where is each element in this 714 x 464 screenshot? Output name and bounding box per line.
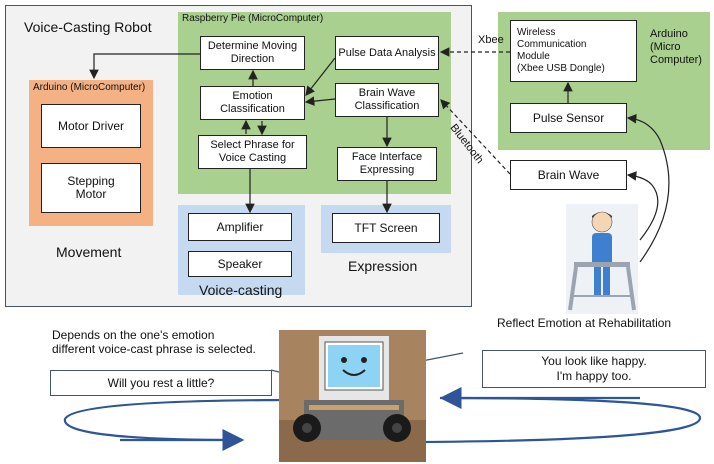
- bubble-right: You look like happy. I'm happy too.: [482, 350, 706, 388]
- pulse-sensor-text: Pulse Sensor: [532, 110, 605, 125]
- arduino-outer-label-3: Computer): [650, 54, 702, 66]
- reflect-caption: Reflect Emotion at Rehabilitation: [497, 316, 672, 330]
- select-phrase-box: Select Phrase for Voice Casting: [198, 135, 307, 169]
- brain-wave-text: Brain Wave: [537, 167, 600, 182]
- bubble-right-line-1: You look like happy.: [541, 354, 647, 368]
- arduino-outer-label: Arduino (Micro Computer): [650, 28, 702, 67]
- pulse-analysis-text: Pulse Data Analysis: [338, 46, 436, 59]
- arduino-outer-label-2: (Micro: [650, 41, 681, 53]
- wireless-text-1: Wireless: [517, 27, 556, 38]
- voice-casting-label: Voice-casting: [199, 282, 283, 298]
- amplifier-box: Amplifier: [188, 213, 292, 241]
- wireless-text-2: Communication: [517, 39, 587, 50]
- pulse-sensor-box: Pulse Sensor: [510, 103, 627, 133]
- brain-wave-box: Brain Wave: [510, 160, 627, 190]
- emotion-classification-box: Emotion Classification: [200, 86, 305, 120]
- movement-label: Movement: [56, 244, 122, 260]
- expression-label: Expression: [348, 258, 418, 274]
- wireless-module-box: Wireless Communication Module (Xbee USB …: [510, 20, 637, 82]
- brainwave-classification-text: Brain Wave Classification: [354, 87, 420, 112]
- tft-screen-box: TFT Screen: [332, 213, 440, 243]
- robot-photo: [279, 330, 426, 462]
- tft-screen-text: TFT Screen: [354, 220, 418, 235]
- bubble-left: Will you rest a little?: [50, 370, 272, 396]
- bubble-left-text: Will you rest a little?: [107, 375, 215, 390]
- speaker-text: Speaker: [217, 256, 263, 271]
- select-phrase-text: Select Phrase for Voice Casting: [210, 139, 295, 164]
- rehab-illustration: [566, 204, 638, 314]
- robot-title: Voice-Casting Robot: [24, 19, 152, 35]
- xbee-label: Xbee: [478, 34, 504, 46]
- depends-caption: Depends on the one's emotion different v…: [52, 328, 256, 356]
- wireless-text-3: Module: [517, 51, 550, 62]
- arduino-outer-label-1: Arduino: [650, 28, 688, 40]
- bubble-right-line-2: I'm happy too.: [556, 369, 632, 383]
- amplifier-text: Amplifier: [216, 219, 264, 234]
- brainwave-classification-box: Brain Wave Classification: [335, 83, 439, 117]
- determine-direction-box: Determine Moving Direction: [200, 36, 305, 70]
- motor-driver-box: Motor Driver: [41, 104, 141, 148]
- face-interface-text: Face Interface Expressing: [351, 151, 423, 176]
- depends-line-2: different voice-cast phrase is selected.: [52, 342, 256, 356]
- determine-direction-text: Determine Moving Direction: [207, 40, 298, 65]
- speaker-box: Speaker: [188, 251, 292, 277]
- arduino-inner-label: Arduino (MicroComputer): [33, 82, 146, 93]
- wireless-text-4: (Xbee USB Dongle): [517, 63, 605, 74]
- stepping-motor-text: Stepping Motor: [67, 174, 115, 201]
- motor-driver-text: Motor Driver: [57, 118, 124, 133]
- face-interface-box: Face Interface Expressing: [337, 147, 437, 181]
- stepping-motor-box: Stepping Motor: [41, 163, 141, 213]
- emotion-classification-text: Emotion Classification: [220, 90, 285, 115]
- depends-line-1: Depends on the one's emotion: [52, 328, 215, 342]
- raspberry-label: Raspberry Pie (MicroComputer): [182, 13, 324, 24]
- pulse-analysis-box: Pulse Data Analysis: [335, 36, 439, 70]
